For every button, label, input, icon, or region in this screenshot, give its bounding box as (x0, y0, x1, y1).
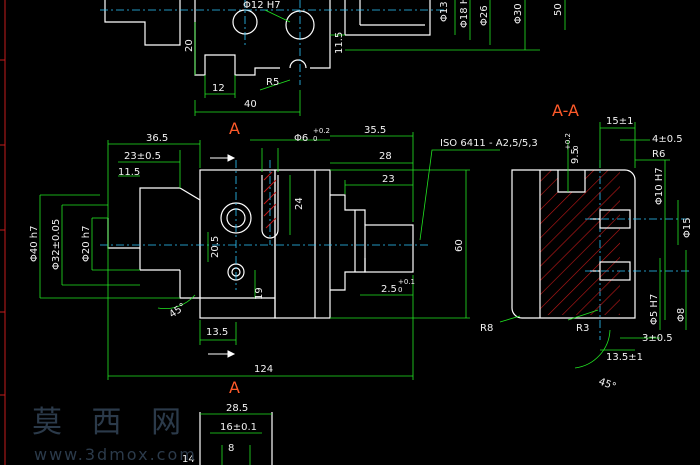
front-view-dims (39, 132, 500, 380)
section-dims (499, 122, 687, 369)
watermark-url: www.3dmox.com (34, 445, 197, 464)
dim-top-phi30: Φ30 (513, 3, 524, 24)
dim-23-tol: 23±0.5 (124, 151, 161, 162)
dim-s-4: 4±0.5 (652, 134, 683, 145)
dim-phi32: Φ32±0.05 (51, 219, 62, 270)
front-view-arrows (208, 154, 236, 358)
dim-11-5: 11.5 (118, 167, 140, 178)
dim-b-14: 14 (182, 454, 195, 465)
bottom-view-dims (200, 413, 272, 465)
dim-s-phi10: Φ10 H7 (654, 167, 665, 205)
dim-s-15: 15±1 (606, 116, 633, 127)
dim-top-12: 12 (212, 83, 225, 94)
dim-phi20: Φ20 h7 (81, 226, 92, 262)
dim-s-3: 3±0.5 (642, 333, 673, 344)
bottom-view (199, 412, 273, 465)
dim-top-20: 20 (184, 39, 195, 52)
dim-s-13-5: 13.5±1 (606, 352, 643, 363)
dim-s-r3: R3 (576, 323, 589, 334)
dim-phi6-tol-upper: +0.2 (313, 127, 330, 135)
dim-top-r5: R5 (266, 77, 279, 88)
dim-top-phi12: Φ12 H7 (243, 0, 281, 11)
dim-phi6-tol-lower: 0 (313, 135, 317, 143)
dim-60: 60 (454, 239, 465, 252)
dim-phi6: Φ6 (294, 133, 308, 144)
dim-s-r8: R8 (480, 323, 493, 334)
section-centerlines (585, 218, 690, 272)
dim-24: 24 (294, 197, 305, 210)
dim-s-phi8: Φ8 (676, 308, 687, 322)
dim-13-5: 13.5 (206, 327, 228, 338)
dim-b-28-5: 28.5 (226, 403, 248, 414)
dim-s-9-5-tol-upper: +0.2 (564, 133, 572, 150)
drawing-border (0, 0, 6, 465)
dim-top-40: 40 (244, 99, 257, 110)
top-view-centerlines (100, 0, 445, 85)
dim-36-5: 36.5 (146, 133, 168, 144)
section-label-a-bottom: A (229, 378, 240, 397)
dim-2-5: 2.5 (381, 284, 397, 295)
dim-2-5-tol-lower: 0 (398, 286, 402, 294)
section-label-a-a: A-A (552, 101, 579, 120)
dim-s-phi5: Φ5 H7 (649, 294, 660, 325)
dim-28: 28 (379, 151, 392, 162)
dim-b-16: 16±0.1 (220, 422, 257, 433)
dim-s-r6: R6 (652, 149, 665, 160)
dim-phi40: Φ40 h7 (29, 226, 40, 262)
dim-124: 124 (254, 364, 273, 375)
section-label-a-top: A (229, 119, 240, 138)
dim-20-5: 20.5 (210, 236, 221, 258)
dim-19: 19 (254, 287, 265, 300)
dim-top-phi13: Φ13 (439, 1, 450, 22)
dim-b-8: 8 (228, 443, 234, 454)
top-view-dims (194, 0, 566, 116)
dim-s-45-deg: 45° (597, 376, 617, 392)
dim-45-deg: 45° (167, 301, 188, 320)
dim-top-phi18: Φ18 H7 (459, 0, 470, 28)
dim-23: 23 (382, 174, 395, 185)
dim-s-phi15: Φ15 (682, 217, 693, 238)
dim-2-5-tol-upper: +0.1 (398, 278, 415, 286)
watermark-chinese: 莫 西 网 (32, 405, 191, 440)
dim-s-9-5-tol-lower: 0 (572, 146, 580, 150)
dim-top-50: 50 (553, 3, 564, 16)
dim-top-phi26: Φ26 (479, 5, 490, 26)
dim-top-11-5: 11.5 (334, 32, 345, 54)
dim-35-5: 35.5 (364, 125, 386, 136)
standard-note: ISO 6411 - A2,5/5,3 (440, 138, 538, 149)
dim-s-9-5: 9.5 (570, 148, 581, 164)
